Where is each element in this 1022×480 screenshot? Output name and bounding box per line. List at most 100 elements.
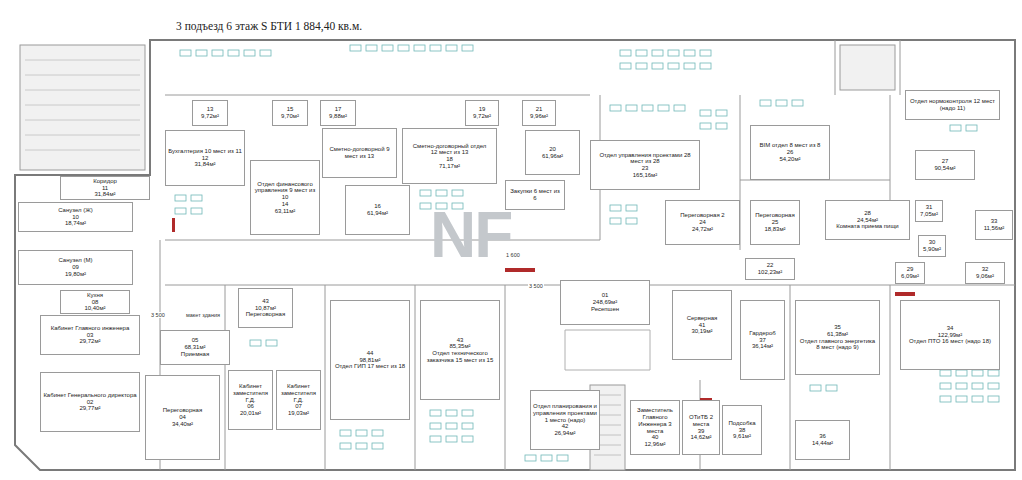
desk bbox=[626, 218, 637, 224]
room-label: Переговорная bbox=[755, 212, 794, 219]
desk bbox=[988, 370, 999, 376]
room: 329,06м² bbox=[965, 262, 1005, 284]
desk bbox=[266, 340, 277, 346]
model-note: макет здания bbox=[185, 312, 221, 318]
room: 4385,35м²Отдел технического заказчика 15… bbox=[420, 300, 500, 400]
desk bbox=[212, 50, 223, 56]
room-info: 248,69м² bbox=[593, 299, 617, 306]
room-label: Санузел (М) bbox=[58, 257, 92, 264]
desk bbox=[776, 100, 787, 106]
elevator-shaft bbox=[840, 45, 895, 90]
desk bbox=[988, 383, 999, 389]
desk bbox=[684, 63, 695, 69]
desk bbox=[940, 383, 951, 389]
desk bbox=[636, 50, 647, 56]
room-label: Переговорная 2 bbox=[680, 212, 724, 219]
desk bbox=[700, 110, 711, 116]
desk bbox=[196, 50, 207, 56]
room-label: Заместитель Главного Инженера 3 места bbox=[633, 407, 677, 434]
desk bbox=[191, 195, 202, 201]
desk bbox=[250, 340, 261, 346]
room-info: Отдел ПТО 16 мест (надо 18) bbox=[909, 338, 991, 345]
room-label: 20 bbox=[549, 146, 556, 153]
room: 4498,81м²Отдел ГИП 17 мест из 18 bbox=[330, 300, 410, 420]
desk bbox=[626, 205, 637, 211]
room-label: 13 bbox=[207, 106, 214, 113]
door-mark bbox=[172, 218, 175, 232]
room-label: 43 bbox=[457, 337, 464, 344]
room-label: Кабинет Генерального директора bbox=[43, 392, 136, 399]
room-info: 5,90м² bbox=[923, 246, 941, 253]
desk bbox=[430, 436, 441, 442]
room-label: 33 bbox=[991, 218, 998, 225]
room-label: Сметно-договорной 9 мест из 13 bbox=[325, 146, 394, 159]
room-info: 29,77м² bbox=[79, 405, 100, 412]
desk bbox=[956, 383, 967, 389]
room: Подсобка389,61м² bbox=[722, 405, 762, 455]
desk bbox=[260, 50, 271, 56]
room-info: 37 bbox=[759, 337, 766, 344]
room-label: 15 bbox=[287, 106, 294, 113]
desk bbox=[810, 385, 821, 391]
room-info: 39 bbox=[698, 428, 705, 435]
room-info: Приемная bbox=[181, 351, 209, 358]
room-label: BIM отдел 8 мест из 8 bbox=[760, 142, 821, 149]
room: Переговорная2518,83м² bbox=[750, 200, 800, 245]
room-label: Гардероб bbox=[749, 330, 775, 337]
room-label: Серверная bbox=[687, 315, 718, 322]
stair-block bbox=[20, 45, 145, 170]
room-label: Отдел нормоконтроля 12 мест (надо 11) bbox=[908, 98, 997, 111]
room-info: Отдел главного энергетика 8 мест (надо 9… bbox=[798, 338, 877, 351]
room-info: 24,54м² bbox=[857, 217, 878, 224]
room-label: 17 bbox=[335, 106, 342, 113]
room-info: 19,80м² bbox=[65, 271, 86, 278]
room: ОТиТБ 2 места3914,62м² bbox=[682, 400, 720, 455]
room-info: 71,17м² bbox=[439, 163, 460, 170]
desk bbox=[382, 45, 393, 51]
room-info: 26 bbox=[787, 149, 794, 156]
room-info: 11,56м² bbox=[984, 225, 1005, 232]
room-info: 02 bbox=[87, 399, 94, 406]
room-label: 35 bbox=[834, 324, 841, 331]
room: Отдел финансового управления 9 мест из 1… bbox=[250, 160, 320, 235]
desk bbox=[674, 105, 685, 111]
desk bbox=[430, 423, 441, 429]
room-info: 11 bbox=[102, 185, 108, 192]
room-info: 29,72м² bbox=[79, 338, 100, 345]
room-info: 40 bbox=[652, 434, 659, 441]
desk bbox=[541, 455, 552, 461]
room: 2790,54м² bbox=[915, 150, 975, 180]
wall-lines bbox=[160, 40, 1015, 470]
room-info: 61,96м² bbox=[542, 153, 563, 160]
room-label: 16 bbox=[374, 203, 381, 210]
room-info: 36,14м² bbox=[752, 343, 773, 350]
room: Сметно-договорной 9 мест из 13 bbox=[322, 128, 397, 178]
desk bbox=[366, 45, 377, 51]
room-info: 9,61м² bbox=[733, 433, 751, 440]
room-info: 10,87м² bbox=[255, 305, 276, 312]
desk bbox=[462, 436, 473, 442]
room-info: 18,83м² bbox=[764, 226, 785, 233]
desk bbox=[626, 105, 637, 111]
room-info: 9,88м² bbox=[329, 113, 347, 120]
room-info: 9,70м² bbox=[281, 113, 299, 120]
desk bbox=[658, 105, 669, 111]
room-label: 05 bbox=[192, 337, 199, 344]
room-info: 63,11м² bbox=[275, 208, 296, 215]
desk bbox=[636, 63, 647, 69]
desk bbox=[972, 383, 983, 389]
room-label: 22 bbox=[767, 262, 774, 269]
room-label: Кабинет Главного инженера bbox=[51, 325, 129, 332]
room-label: 01 bbox=[602, 292, 609, 299]
room-label: 19 bbox=[479, 106, 486, 113]
room-label: Подсобка bbox=[729, 420, 756, 427]
room-info: 14 bbox=[282, 201, 289, 208]
room-label: Переговорная bbox=[163, 407, 202, 414]
desk bbox=[525, 455, 536, 461]
desk bbox=[175, 195, 186, 201]
room-info: 6,09м² bbox=[901, 273, 919, 280]
room: 219,96м² bbox=[522, 100, 556, 126]
desk bbox=[557, 455, 568, 461]
room-info: 9,72м² bbox=[201, 113, 219, 120]
door-mark bbox=[895, 292, 915, 296]
